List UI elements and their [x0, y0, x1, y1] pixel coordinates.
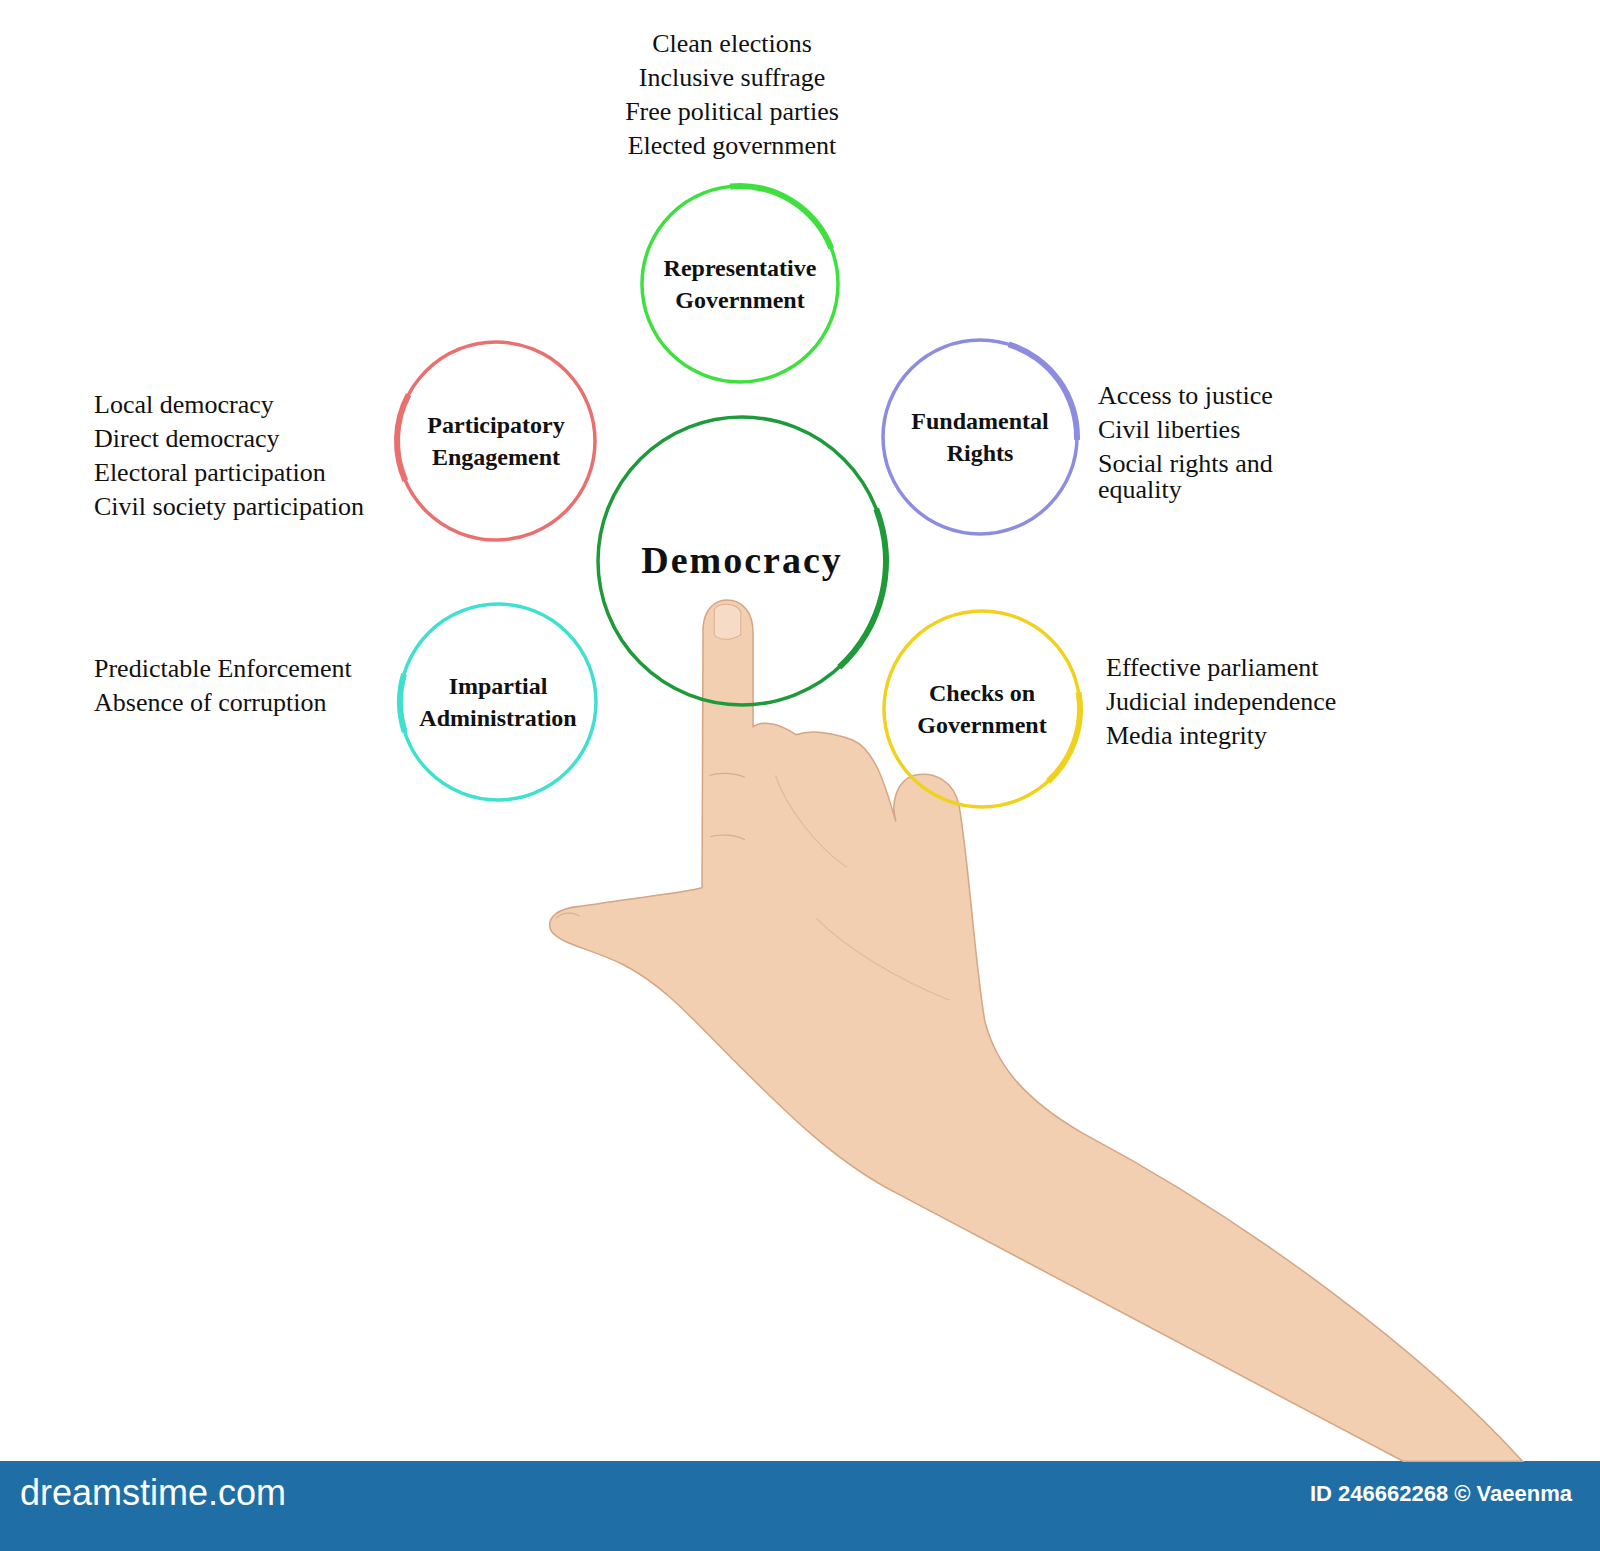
- pointing-hand: [550, 600, 1523, 1461]
- point-text: Inclusive suffrage: [639, 65, 826, 91]
- circle-outline: [393, 338, 599, 544]
- concept-circle: Representative GovernmentClean elections…: [638, 182, 842, 386]
- point-text: Absence of corruption: [94, 690, 326, 716]
- concept-circle: Impartial AdministrationPredictable Enfo…: [396, 600, 600, 804]
- concept-circle: Democracy: [594, 413, 890, 709]
- circle-outline: [396, 600, 600, 804]
- point-list: Effective parliamentJudicial independenc…: [1106, 655, 1336, 749]
- point-list: Predictable EnforcementAbsence of corrup…: [94, 656, 352, 716]
- point-text: Free political parties: [625, 99, 839, 125]
- point-text: Judicial independence: [1106, 689, 1336, 715]
- circle-heading: Checks on Government: [890, 677, 1074, 742]
- image-credit: ID 246662268 © Vaeenma: [1310, 1481, 1572, 1507]
- circle-stroke: [397, 342, 595, 540]
- point-text: Local democracy: [94, 392, 274, 418]
- concept-circle: Participatory EngagementLocal democracyD…: [393, 338, 599, 544]
- hand-shading: [776, 776, 949, 1000]
- watermark-site: dreamstime.com: [20, 1472, 286, 1514]
- thumbnail: [556, 913, 579, 918]
- circle-outline: [879, 336, 1081, 538]
- hand-shape: [550, 600, 1523, 1461]
- point-text: Electoral participation: [94, 460, 326, 486]
- circle-brush-stroke: [837, 508, 889, 670]
- circle-heading: Representative Government: [648, 252, 832, 317]
- circle-stroke: [400, 604, 596, 800]
- circle-brush-stroke: [730, 183, 834, 250]
- heading-holder: Participatory Engagement: [393, 338, 599, 544]
- circle-heading: Impartial Administration: [404, 670, 592, 735]
- circle-outline: [880, 607, 1084, 811]
- heading-holder: Checks on Government: [880, 607, 1084, 811]
- point-text: Access to justice: [1098, 383, 1273, 409]
- point-list: Access to justiceCivil libertiesSocial r…: [1098, 383, 1338, 503]
- heading-holder: Impartial Administration: [396, 600, 600, 804]
- circle-heading: Fundamental Rights: [889, 405, 1071, 470]
- circle-outline: [638, 182, 842, 386]
- point-text: Clean elections: [652, 31, 812, 57]
- point-list: Clean electionsInclusive suffrageFree po…: [625, 31, 839, 159]
- concept-circle: Checks on GovernmentEffective parliament…: [880, 607, 1084, 811]
- circle-heading: Democracy: [641, 535, 843, 586]
- point-list: Local democracyDirect democracyElectoral…: [94, 392, 364, 520]
- point-text: Social rights and equality: [1098, 451, 1338, 503]
- heading-holder: Democracy: [594, 413, 890, 709]
- circle-heading: Participatory Engagement: [403, 409, 589, 474]
- point-text: Civil liberties: [1098, 417, 1240, 443]
- point-text: Media integrity: [1106, 723, 1267, 749]
- fingernail: [714, 604, 741, 639]
- point-text: Direct democracy: [94, 426, 280, 452]
- circle-brush-stroke: [394, 393, 411, 482]
- circle-brush-stroke: [397, 673, 408, 733]
- point-text: Civil society participation: [94, 494, 364, 520]
- knuckle-crease: [709, 773, 745, 839]
- footer-bar: [0, 1461, 1600, 1551]
- heading-holder: Representative Government: [638, 182, 842, 386]
- point-text: Predictable Enforcement: [94, 656, 352, 682]
- point-text: Effective parliament: [1106, 655, 1318, 681]
- heading-holder: Fundamental Rights: [879, 336, 1081, 538]
- circle-brush-stroke: [1046, 692, 1083, 784]
- concept-circle: Fundamental RightsAccess to justiceCivil…: [879, 336, 1081, 538]
- point-text: Elected government: [628, 133, 837, 159]
